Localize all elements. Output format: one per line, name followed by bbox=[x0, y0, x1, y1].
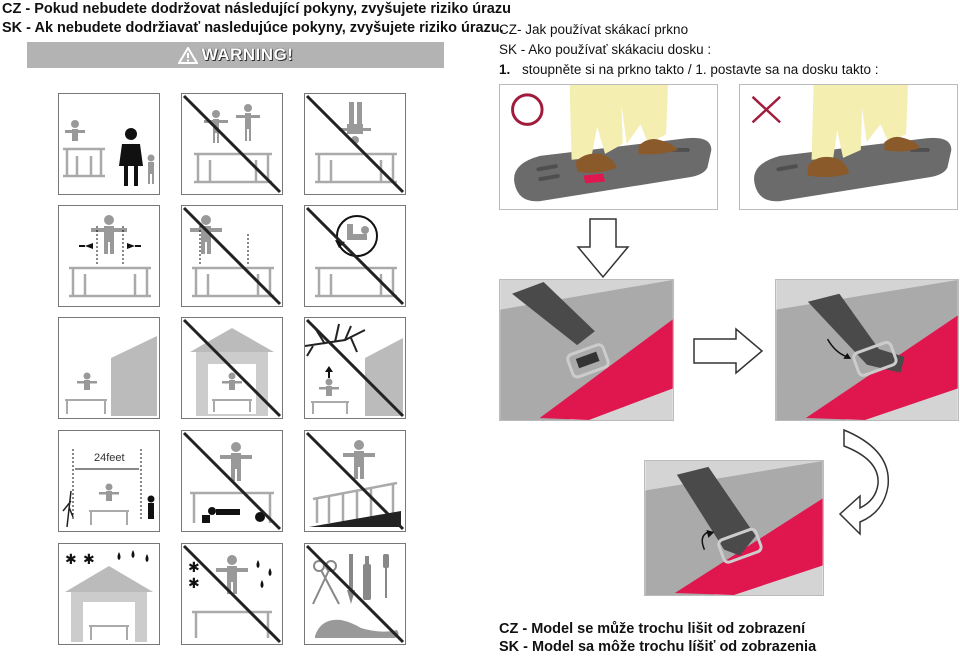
step-number: 1. bbox=[499, 62, 511, 77]
howto-title-cz: CZ- Jak používat skákací prkno bbox=[499, 22, 689, 37]
pictogram-no-indoor-use bbox=[181, 317, 283, 419]
step-1: 1. stoupněte si na prkno takto / 1. post… bbox=[499, 60, 879, 79]
photo-strap-step-2 bbox=[775, 279, 959, 421]
warning-intro-sk: SK - Ak nebudete dodržiavať nasledujúce … bbox=[2, 20, 504, 36]
warning-triangle-icon bbox=[177, 47, 198, 65]
howto-title-sk: SK - Ako používať skákaciu dosku : bbox=[499, 42, 712, 57]
pictogram-supervised-jumping bbox=[58, 93, 160, 195]
svg-text:✱: ✱ bbox=[65, 552, 77, 568]
footer-note-sk: SK - Model sa môže trochu líšiť od zobra… bbox=[499, 639, 817, 655]
pictogram-no-headstand bbox=[304, 93, 406, 195]
distance-label: 24feet bbox=[94, 452, 125, 464]
correct-circle-icon bbox=[511, 93, 544, 126]
photo-correct-stance bbox=[499, 84, 718, 210]
pictogram-no-use-in-bad-weather: ✱✱ bbox=[181, 543, 283, 645]
pictogram-no-somersault bbox=[304, 205, 406, 307]
pictogram-no-edge-jumping bbox=[181, 205, 283, 307]
pictogram-no-objects-under bbox=[181, 430, 283, 532]
pictogram-no-sharp-objects bbox=[304, 543, 406, 645]
pictogram-distance-clearance: 24feet bbox=[58, 430, 160, 532]
pictogram-no-ladder-slope bbox=[304, 430, 406, 532]
warning-intro-cz: CZ - Pokud nebudete dodržovat následujíc… bbox=[2, 1, 511, 17]
warning-label: WARNING! bbox=[201, 45, 294, 64]
arrow-curved-icon bbox=[838, 428, 890, 536]
arrow-down-icon bbox=[576, 218, 630, 279]
warning-banner: WARNING! bbox=[27, 42, 444, 68]
pictogram-no-overhead-obstacles bbox=[304, 317, 406, 419]
photo-strap-step-1 bbox=[499, 279, 674, 421]
svg-text:✱: ✱ bbox=[188, 576, 200, 592]
photo-strap-step-3 bbox=[644, 460, 824, 596]
svg-text:✱: ✱ bbox=[188, 560, 200, 576]
photo-wrong-stance bbox=[739, 84, 958, 210]
pictogram-store-in-bad-weather: ✱✱ bbox=[58, 543, 160, 645]
pictogram-jump-in-center bbox=[58, 205, 160, 307]
step-text: stoupněte si na prkno takto / 1. postavt… bbox=[522, 62, 879, 77]
footer-note-cz: CZ - Model se může trochu lišit od zobra… bbox=[499, 621, 806, 637]
svg-text:✱: ✱ bbox=[83, 552, 95, 568]
pictogram-no-multiple-jumpers bbox=[181, 93, 283, 195]
arrow-right-icon bbox=[693, 327, 764, 375]
pictogram-clearance-from-building bbox=[58, 317, 160, 419]
wrong-cross-icon bbox=[751, 95, 781, 124]
